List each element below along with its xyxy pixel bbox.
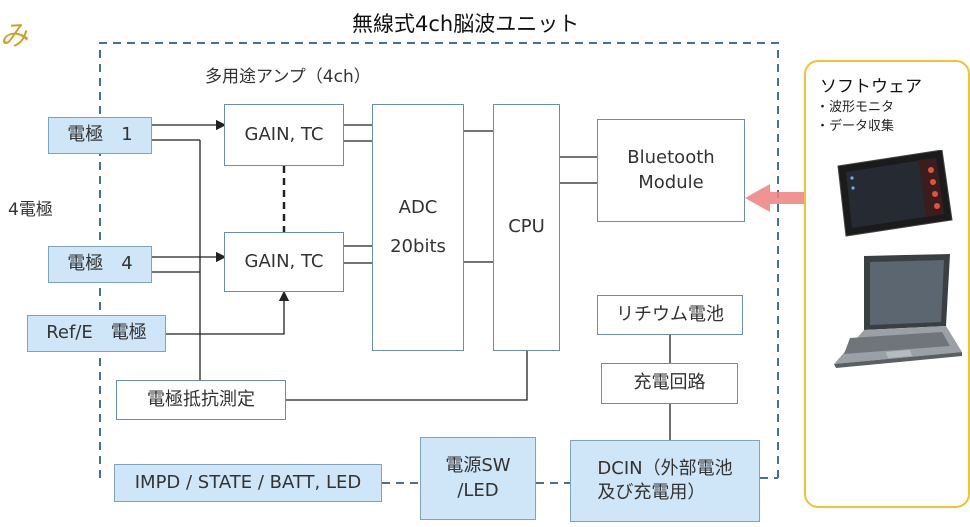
ref-electrode-label: Ref/E 電極 [46, 322, 147, 344]
dcin-box: DCIN（外部電池 及び充電用） [570, 440, 760, 522]
status-led-label: IMPD / STATE / BATT, LED [134, 471, 362, 493]
software-title: ソフトウェア [820, 77, 922, 97]
charge-circuit-box: 充電回路 [601, 363, 738, 404]
bluetooth-module-box: Bluetooth Module [597, 119, 745, 222]
status-led-box: IMPD / STATE / BATT, LED [114, 464, 382, 502]
gain-tc-bottom-label: GAIN, TC [244, 250, 324, 272]
adc-label: ADC [398, 197, 438, 219]
ref-electrode-box: Ref/E 電極 [27, 315, 166, 352]
electrode-4-box: 電極 4 [48, 246, 152, 283]
cpu-box: CPU [493, 104, 560, 351]
impedance-measure-label: 電極抵抗測定 [147, 388, 255, 410]
unit-title: 無線式4ch脳波ユニット [352, 12, 580, 36]
lithium-battery-box: リチウム電池 [597, 295, 743, 335]
cpu-label: CPU [508, 216, 545, 238]
adc-bits-label: 20bits [390, 235, 446, 257]
laptop-icon [834, 254, 962, 368]
electrode-1-box: 電極 1 [48, 117, 152, 154]
electrode-count-label: 4電極 [8, 200, 53, 220]
gain-tc-top-box: GAIN, TC [224, 104, 344, 166]
adc-box: ADC 20bits [372, 104, 464, 351]
power-switch-box: 電源SW /LED [420, 437, 536, 520]
software-item-waveform: ・波形モニタ [816, 100, 895, 115]
power-switch-label: 電源SW /LED [445, 455, 511, 501]
lithium-battery-label: リチウム電池 [616, 303, 724, 325]
software-panel: ソフトウェア ・波形モニタ ・データ収集 [804, 60, 970, 508]
bluetooth-module-label: Bluetooth Module [627, 147, 715, 193]
gain-tc-top-label: GAIN, TC [244, 123, 324, 145]
electrode-1-label: 電極 1 [67, 124, 133, 146]
electrode-4-label: 電極 4 [67, 253, 133, 275]
amp-title: 多用途アンプ（4ch） [205, 67, 371, 87]
charge-circuit-label: 充電回路 [633, 372, 706, 394]
impedance-measure-box: 電極抵抗測定 [116, 380, 286, 420]
software-item-data: ・データ収集 [816, 119, 895, 134]
gain-tc-bottom-box: GAIN, TC [224, 232, 344, 292]
tablet-icon [837, 150, 953, 237]
dcin-label: DCIN（外部電池 及び充電用） [597, 457, 733, 503]
corner-text: み [0, 19, 29, 52]
